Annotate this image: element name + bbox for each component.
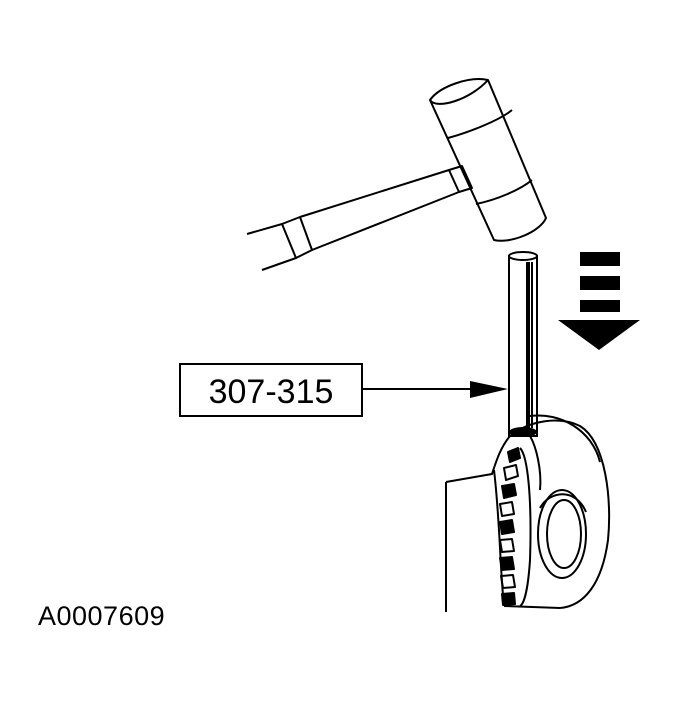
- leader-arrowhead: [470, 381, 508, 398]
- gear-teeth: [499, 447, 521, 606]
- drift-tool: [508, 251, 538, 437]
- callout: 307-315: [179, 363, 508, 417]
- tool-number-label: 307-315: [209, 373, 334, 411]
- hammer-head: [429, 78, 547, 242]
- gear-housing: [445, 414, 611, 612]
- hammer-icon: [246, 78, 547, 271]
- down-arrow-icon: [558, 252, 640, 350]
- figure-id: A0007609: [38, 601, 166, 631]
- hammer-handle: [246, 223, 297, 271]
